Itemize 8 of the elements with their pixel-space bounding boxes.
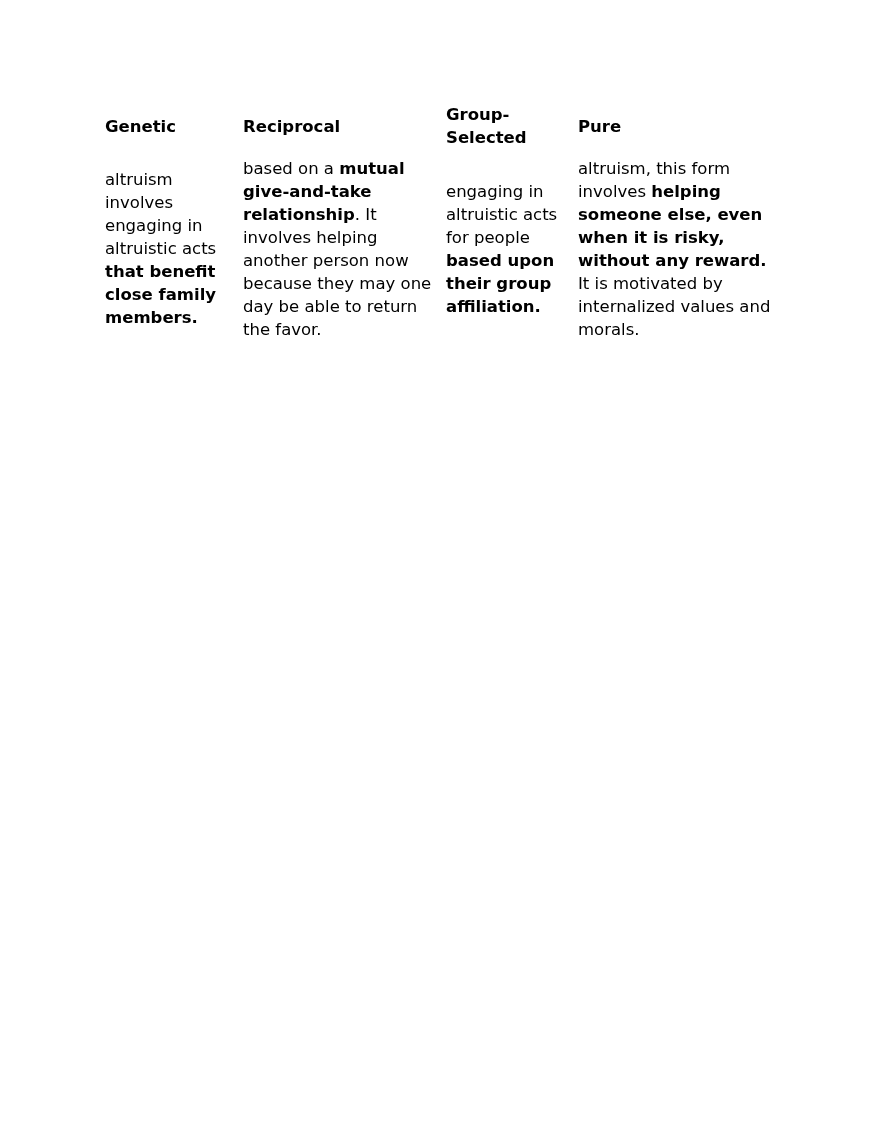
description-text: based on a mutual give-and-take relationship. It involves helping another person now because they may one day be able to return the favor. (243, 156, 446, 341)
description-text: altruism involves engaging in altruistic acts that benefit close family members. (105, 156, 243, 341)
description-text: altruism, this form involves helping someone else, even when it is risky, without any reward. It is motivated by internalized values and morals. (578, 157, 772, 341)
column-header: Genetic (105, 115, 177, 138)
column-header: Pure (578, 115, 623, 138)
column-header: Group-Selected (446, 104, 528, 149)
column-header: Reciprocal (243, 100, 446, 156)
description-text: engaging in altruistic acts for people based upon their group affiliation. (446, 156, 578, 341)
